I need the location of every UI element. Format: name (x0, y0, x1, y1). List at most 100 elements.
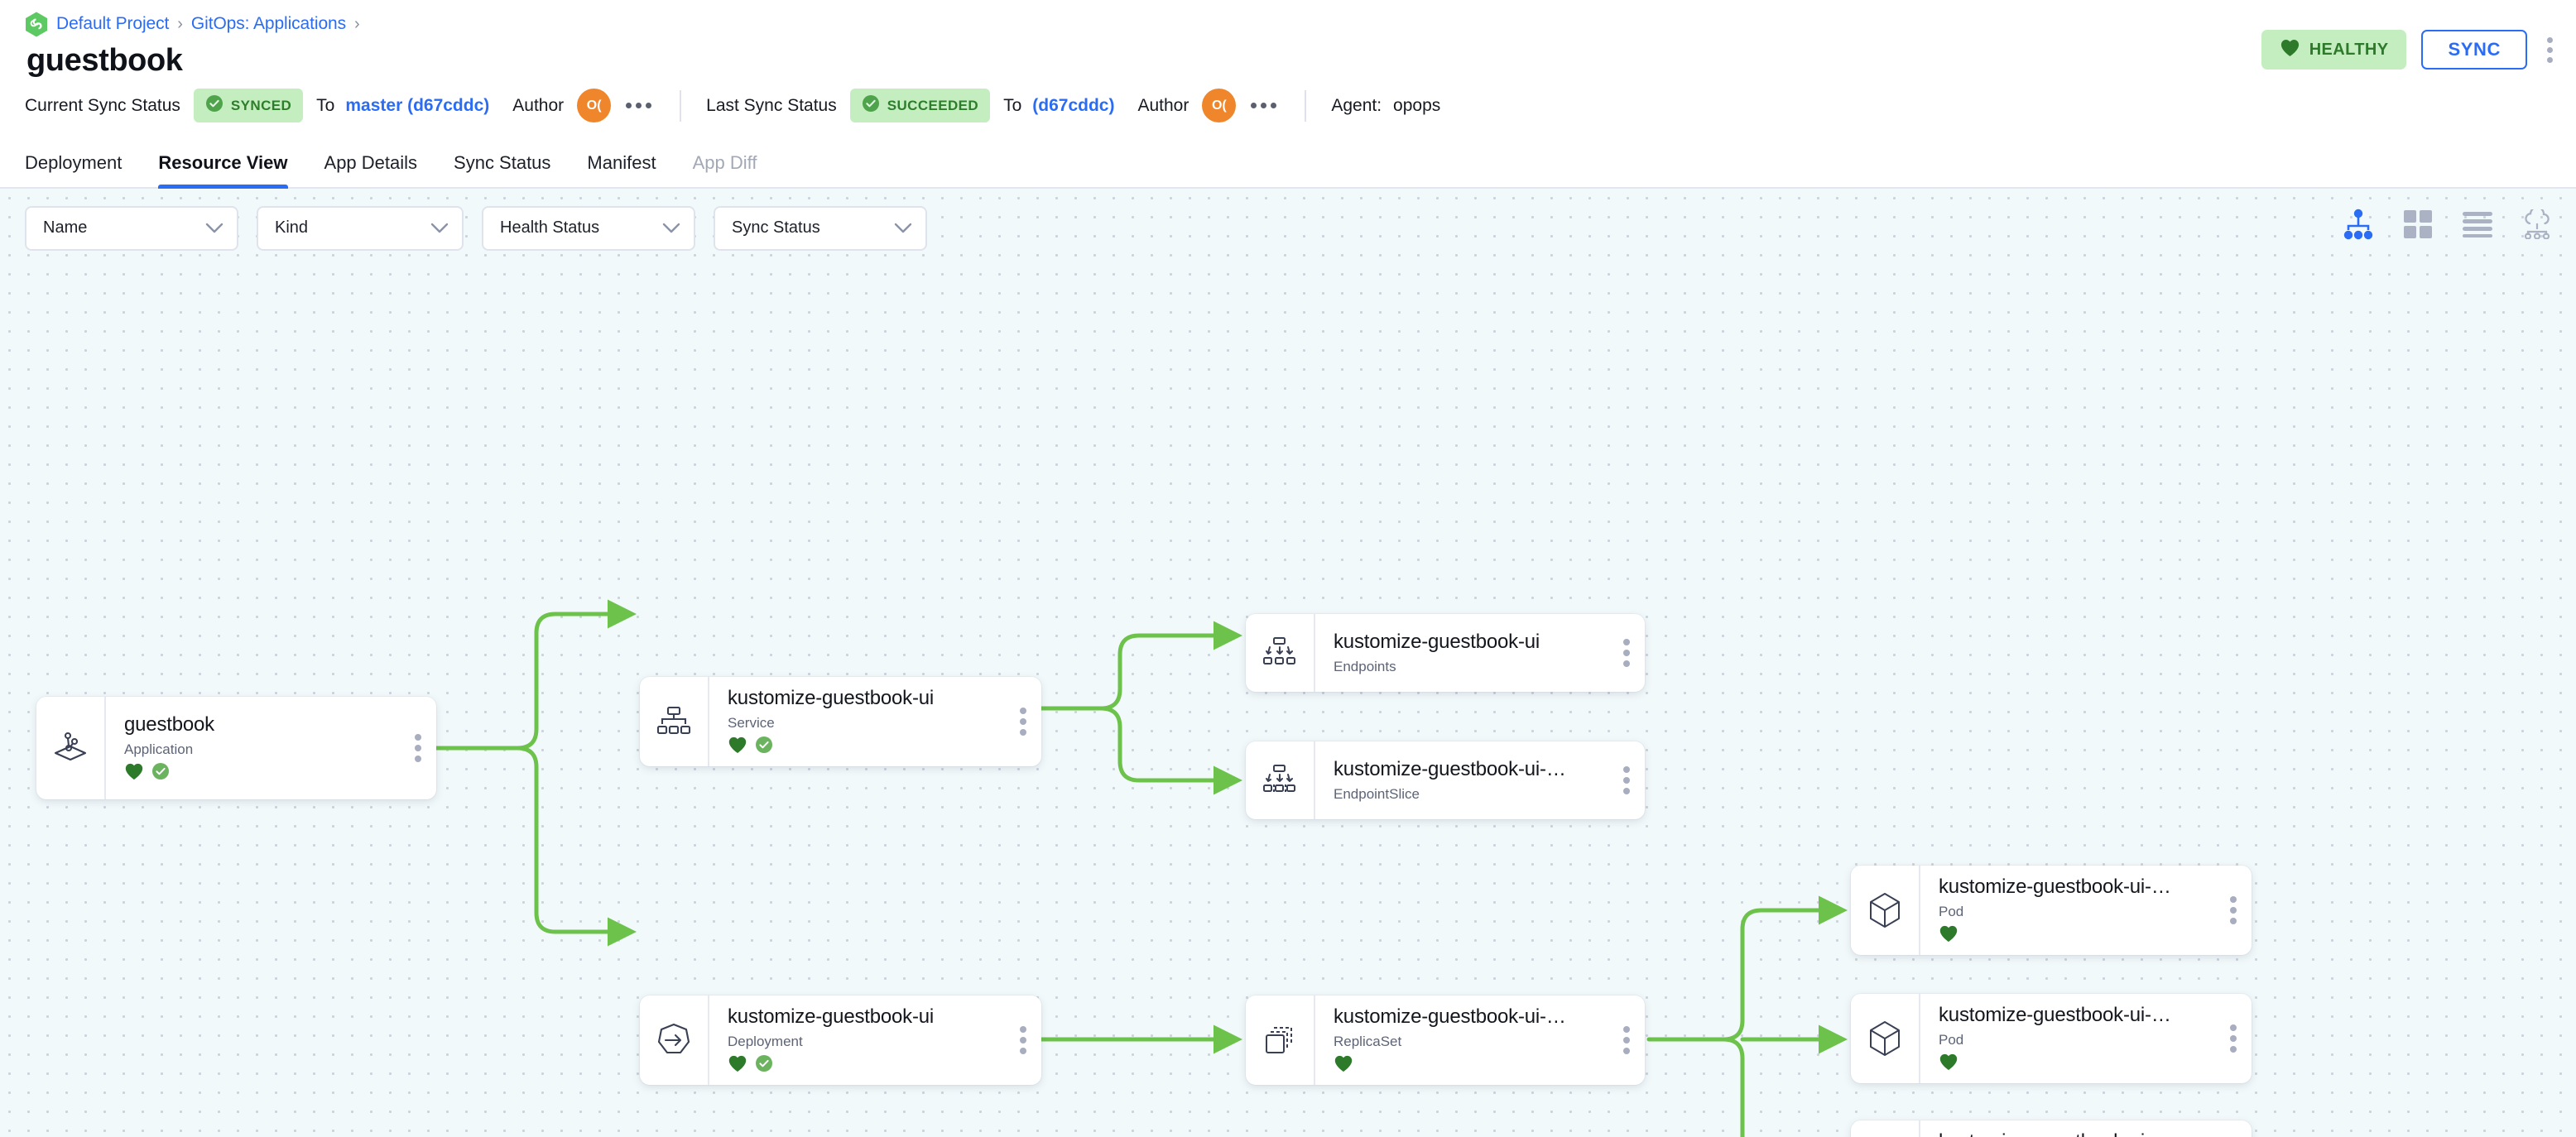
status-divider-2 (1305, 89, 1307, 122)
node-badges (1939, 1053, 2252, 1075)
tab-app-diff: App Diff (692, 152, 757, 173)
filter-kind-select[interactable]: Kind (257, 205, 464, 251)
last-author-more-button[interactable] (1247, 98, 1280, 113)
heart-icon (1939, 1053, 1958, 1075)
chevron-down-icon-3 (639, 223, 680, 234)
current-sync-status-badge: SYNCED (193, 89, 304, 122)
filter-name-select[interactable]: Name (25, 205, 238, 251)
node-menu-button[interactable] (1623, 766, 1630, 794)
heart-icon (1334, 1054, 1353, 1077)
filter-name-label: Name (43, 218, 88, 237)
graph-edges (432, 599, 1848, 1137)
grid-view-icon[interactable] (2401, 207, 2435, 242)
node-menu-button[interactable] (2230, 896, 2237, 924)
graph-node-pod-1[interactable]: kustomize-guestbook-ui-… Pod (1851, 866, 2252, 955)
graph-node-pod-3[interactable]: kustomize-guestbook-ui-… Pod (1851, 1120, 2252, 1137)
check-circle-icon (755, 1054, 773, 1077)
breadcrumb: Default Project › GitOps: Applications › (25, 0, 2576, 37)
filter-health-status-select[interactable]: Health Status (482, 205, 695, 251)
node-menu-button[interactable] (1020, 1026, 1026, 1054)
current-revision-link[interactable]: master (d67cddc) (345, 95, 490, 115)
last-revision-link[interactable]: (d67cddc) (1032, 95, 1115, 115)
heart-icon (124, 762, 144, 784)
node-body: kustomize-guestbook-ui-… Pod (1919, 866, 2252, 955)
node-kind: Pod (1939, 1031, 1964, 1048)
node-kind: Service (728, 714, 775, 731)
sync-button[interactable]: SYNC (2421, 30, 2527, 70)
network-view-icon[interactable] (2520, 207, 2554, 242)
node-name: kustomize-guestbook-ui-… (1939, 1003, 2171, 1026)
pod-icon (1851, 1120, 1919, 1137)
node-menu-button[interactable] (1020, 708, 1026, 736)
node-badges (728, 736, 1041, 758)
tab-sync-status[interactable]: Sync Status (454, 152, 551, 173)
node-body: kustomize-guestbook-ui Deployment (708, 995, 1041, 1085)
pod-icon (1851, 994, 1919, 1083)
application-icon (36, 697, 104, 799)
node-menu-button[interactable] (1623, 639, 1630, 667)
heart-icon (728, 1054, 747, 1077)
resource-graph-canvas[interactable]: Name Kind Health Status Sync Status (0, 189, 2576, 1137)
node-menu-button[interactable] (1623, 1026, 1630, 1054)
last-author-avatar[interactable]: O( (1202, 89, 1237, 122)
node-name: kustomize-guestbook-ui-… (1939, 875, 2171, 898)
current-author-more-button[interactable] (622, 98, 655, 113)
current-author-avatar[interactable]: O( (577, 89, 612, 122)
header-overflow-menu-button[interactable] (2542, 31, 2558, 70)
heart-icon (1939, 924, 1958, 947)
node-name: kustomize-guestbook-ui (1334, 631, 1540, 653)
node-menu-button[interactable] (415, 734, 421, 762)
node-name: kustomize-guestbook-ui (728, 686, 935, 709)
node-kind: Deployment (728, 1033, 803, 1049)
tree-view-icon[interactable] (2341, 207, 2376, 242)
tab-deployment[interactable]: Deployment (25, 152, 123, 173)
node-name: guestbook (124, 712, 214, 736)
node-body: kustomize-guestbook-ui-… Pod (1919, 994, 2252, 1083)
breadcrumb-link-applications[interactable]: GitOps: Applications (190, 14, 346, 33)
node-name: kustomize-guestbook-ui-… (1334, 1005, 1566, 1028)
node-body: kustomize-guestbook-ui-… EndpointSlice (1314, 741, 1645, 819)
check-circle-icon (151, 762, 170, 784)
agent-value: opops (1393, 95, 1441, 115)
check-circle-icon (205, 94, 223, 117)
node-kind: Endpoints (1334, 659, 1396, 674)
node-body: guestbook Application (104, 697, 436, 799)
filter-kind-label: Kind (275, 218, 309, 237)
breadcrumb-separator-2: › (354, 14, 360, 33)
filter-sync-status-label: Sync Status (732, 218, 820, 237)
agent-label: Agent: (1331, 95, 1382, 115)
breadcrumb-link-project[interactable]: Default Project (56, 14, 170, 33)
tab-manifest[interactable]: Manifest (587, 152, 656, 173)
tab-resource-view[interactable]: Resource View (140, 152, 305, 189)
node-name: kustomize-guestbook-ui-… (1334, 758, 1566, 780)
graph-node-application[interactable]: guestbook Application (36, 697, 436, 799)
list-view-icon[interactable] (2460, 207, 2495, 242)
graph-toolbar: Name Kind Health Status Sync Status (0, 189, 2576, 267)
graph-node-deployment[interactable]: kustomize-guestbook-ui Deployment (640, 995, 1041, 1085)
graph-node-endpointslice[interactable]: kustomize-guestbook-ui-… EndpointSlice (1246, 741, 1645, 819)
chevron-down-icon (182, 223, 223, 234)
graph-node-service[interactable]: kustomize-guestbook-ui Service (640, 677, 1041, 766)
node-kind: EndpointSlice (1334, 786, 1420, 802)
graph-node-pod-2[interactable]: kustomize-guestbook-ui-… Pod (1851, 994, 2252, 1083)
status-divider-1 (680, 89, 682, 122)
header-actions: HEALTHY SYNC (2261, 30, 2558, 70)
heart-icon (728, 736, 747, 758)
healthy-label: HEALTHY (2309, 40, 2389, 59)
chevron-down-icon-4 (871, 223, 912, 234)
graph-node-replicaset[interactable]: kustomize-guestbook-ui-… ReplicaSet (1246, 995, 1645, 1085)
tab-app-details[interactable]: App Details (324, 152, 418, 173)
node-badges (124, 762, 436, 784)
node-badges (728, 1054, 1041, 1077)
current-sync-status-label: Current Sync Status (25, 95, 180, 115)
node-menu-button[interactable] (2230, 1024, 2237, 1053)
node-kind: Application (124, 741, 194, 757)
filter-sync-status-select[interactable]: Sync Status (714, 205, 927, 251)
app-header: Default Project › GitOps: Applications ›… (0, 0, 2576, 79)
endpointslice-icon (1246, 741, 1314, 819)
graph-node-endpoints[interactable]: kustomize-guestbook-ui Endpoints (1246, 614, 1645, 692)
node-name: kustomize-guestbook-ui (728, 1005, 935, 1028)
node-badges (1334, 1054, 1645, 1077)
akuity-logo-icon (25, 12, 48, 37)
view-toggle-group (2341, 207, 2554, 242)
